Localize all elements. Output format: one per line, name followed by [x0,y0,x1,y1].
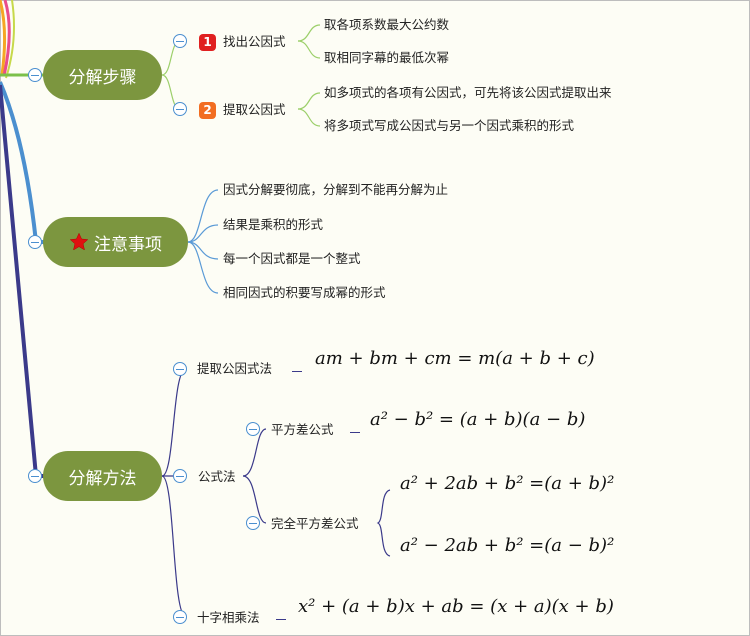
formula-extract: am + bm + cm = m(a + b + c) [315,348,595,369]
collapse-toggle-step-2[interactable] [173,102,187,116]
connector-dash [292,371,302,372]
method-extract-label[interactable]: 提取公因式法 [197,361,273,376]
step-1-label: 找出公因式 [223,34,286,49]
main-node-label: 注意事项 [94,234,162,255]
priority-1-icon: 1 [199,34,216,51]
step-1-node[interactable]: 1 找出公因式 [199,34,286,51]
step-1-child-2[interactable]: 取相同字幕的最低次幂 [324,50,450,65]
main-node-label: 分解方法 [68,468,137,489]
collapse-toggle-notes[interactable] [28,235,42,249]
perfect-square-label[interactable]: 完全平方差公式 [271,516,359,531]
main-node-methods[interactable]: 分解方法 [43,451,162,501]
note-item-1[interactable]: 因式分解要彻底，分解到不能再分解为止 [223,182,449,197]
formula-text: a² − b² = (a + b)(a − b) [370,409,586,430]
note-item-3[interactable]: 每一个因式都是一个整式 [223,251,361,266]
connector-dash [276,619,286,620]
collapse-toggle-steps[interactable] [28,68,42,82]
step-2-node[interactable]: 2 提取公因式 [199,102,286,119]
step-2-child-2[interactable]: 将多项式写成公因式与另一个因式乘积的形式 [324,118,575,133]
main-node-label: 分解步骤 [68,67,137,88]
collapse-toggle-methods[interactable] [28,469,42,483]
method-formula-label[interactable]: 公式法 [198,469,236,484]
main-node-steps[interactable]: 分解步骤 [43,50,162,100]
formula-perfect-square-minus: a² − 2ab + b² =(a − b)² [400,535,615,556]
collapse-toggle-formula-method[interactable] [173,469,187,483]
step-2-child-1[interactable]: 如多项式的各项有公因式，可先将该公因式提取出来 [324,85,612,100]
collapse-toggle-diff-squares[interactable] [246,422,260,436]
method-cross-label[interactable]: 十字相乘法 [197,610,260,625]
collapse-toggle-extract[interactable] [173,362,187,376]
step-1-child-1[interactable]: 取各项系数最大公约数 [324,17,450,32]
formula-diff-squares: a² − b² = (a + b)(a − b) [370,409,585,430]
formula-cross: x² + (a + b)x + ab = (x + a)(x + b) [298,596,614,617]
main-node-notes[interactable]: 注意事项 [43,217,188,267]
formula-perfect-square-plus: a² + 2ab + b² =(a + b)² [400,473,615,494]
collapse-toggle-step-1[interactable] [173,34,187,48]
connector-dash [350,432,360,433]
priority-2-icon: 2 [199,102,216,119]
note-item-2[interactable]: 结果是乘积的形式 [223,217,324,232]
collapse-toggle-perfect-square[interactable] [246,516,260,530]
collapse-toggle-cross[interactable] [173,610,187,624]
diff-squares-label[interactable]: 平方差公式 [271,422,334,437]
star-icon [69,232,89,251]
step-2-label: 提取公因式 [223,102,286,117]
note-item-4[interactable]: 相同因式的积要写成幂的形式 [223,285,386,300]
